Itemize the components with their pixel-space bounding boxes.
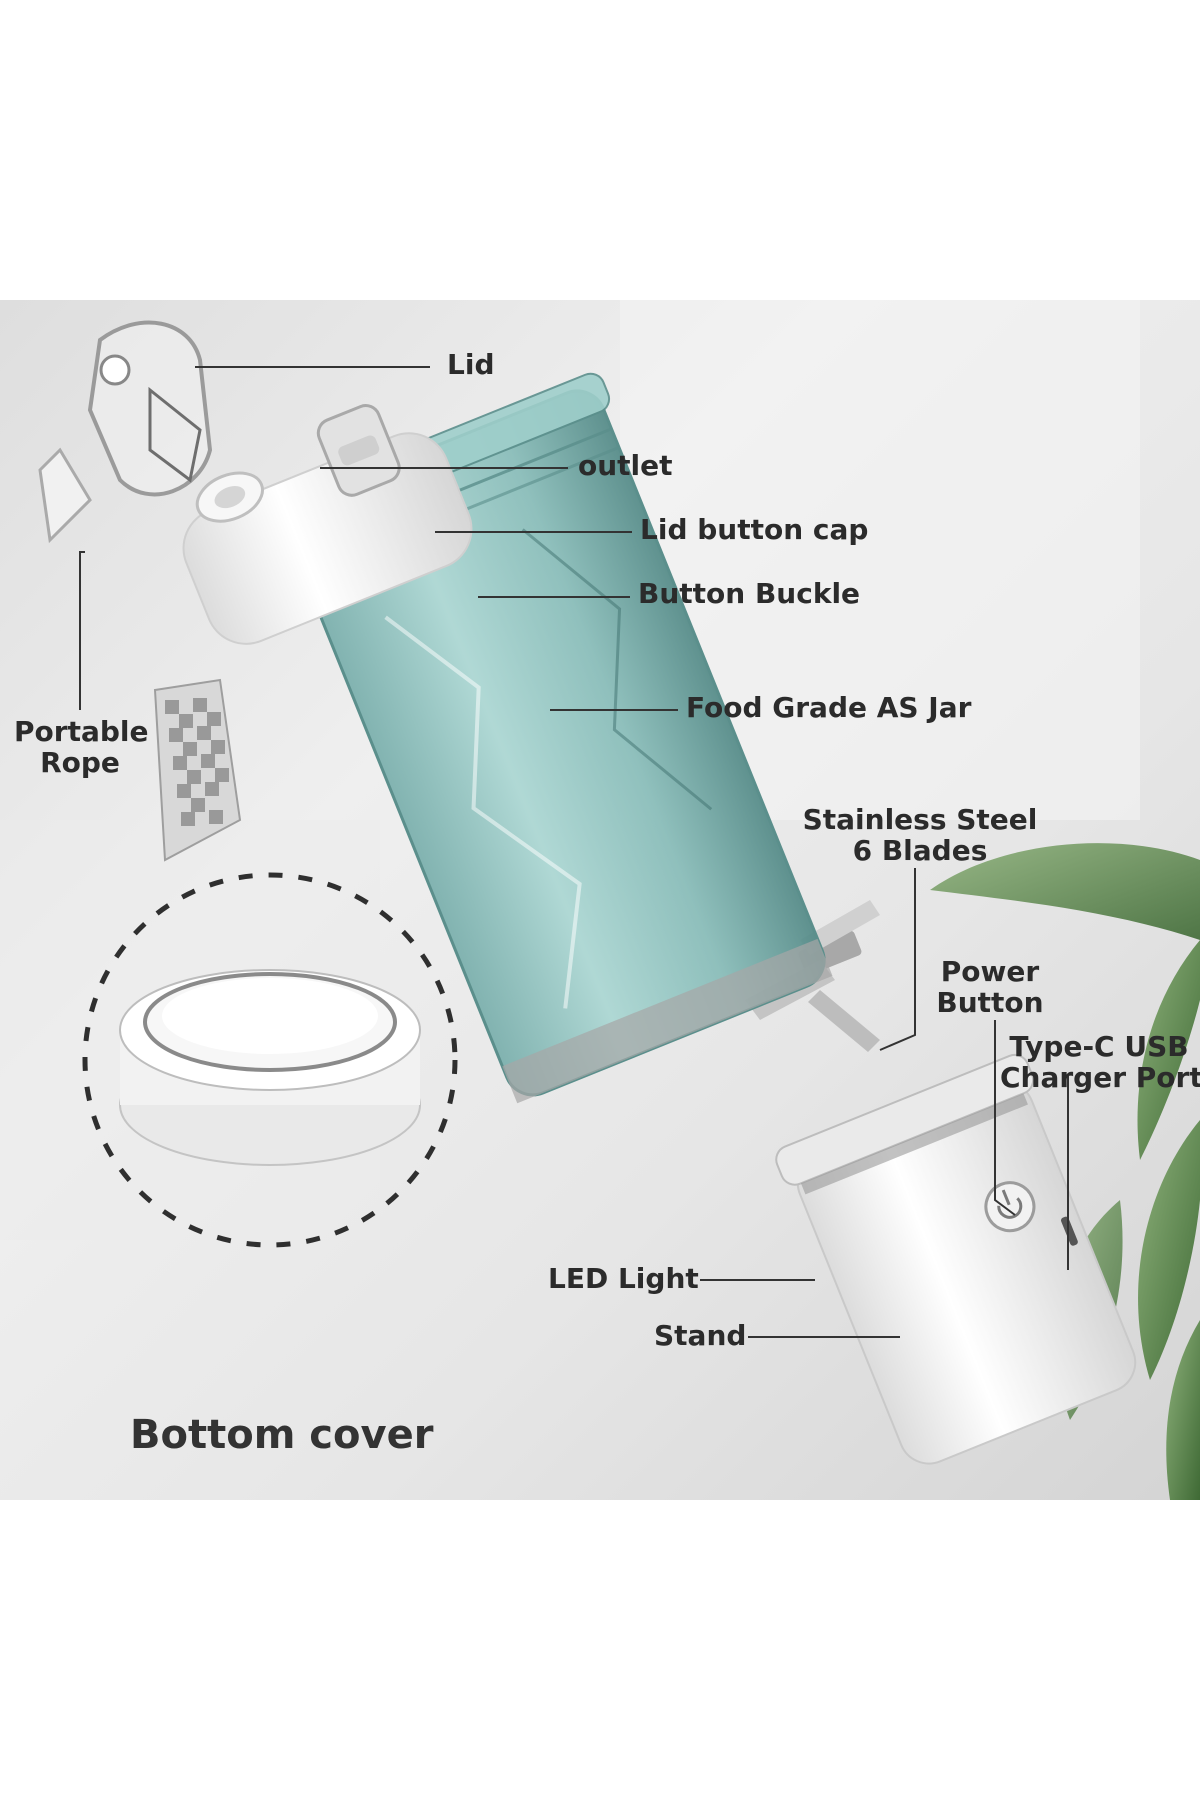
label-power-button: Power Button <box>925 956 1055 1018</box>
portable-rope <box>153 678 242 862</box>
label-portable-rope-line2: Rope <box>40 746 120 779</box>
label-stainless-blades-line1: Stainless Steel <box>802 803 1038 836</box>
label-stainless-blades-line2: 6 Blades <box>852 834 988 867</box>
label-bottom-cover: Bottom cover <box>130 1412 434 1458</box>
label-portable-rope-line1: Portable <box>14 715 149 748</box>
label-portable-rope: Portable Rope <box>14 715 149 779</box>
label-outlet: outlet <box>578 449 673 482</box>
blender-stand <box>775 1053 1137 1465</box>
label-food-grade-jar: Food Grade AS Jar <box>686 691 972 724</box>
label-stand: Stand <box>654 1319 747 1352</box>
label-lid-button-cap: Lid button cap <box>640 513 869 546</box>
product-illustration <box>0 300 1200 1500</box>
label-button-buckle: Button Buckle <box>638 577 861 610</box>
product-photo <box>0 300 1200 1500</box>
label-power-button-line1: Power <box>940 955 1040 988</box>
label-usb-port-line1: Type-C USB <box>1009 1030 1189 1063</box>
bottom-cover-illustration <box>82 872 458 1248</box>
lid-assembly <box>182 404 473 645</box>
label-led-light: LED Light <box>548 1262 699 1295</box>
flip-lid <box>38 320 213 544</box>
label-stainless-blades: Stainless Steel 6 Blades <box>800 804 1040 866</box>
label-lid: Lid <box>447 348 495 381</box>
label-usb-port-line2: Charger Port <box>1000 1061 1200 1094</box>
label-power-button-line2: Button <box>936 986 1044 1019</box>
label-usb-port: Type-C USB Charger Port <box>1000 1030 1200 1094</box>
